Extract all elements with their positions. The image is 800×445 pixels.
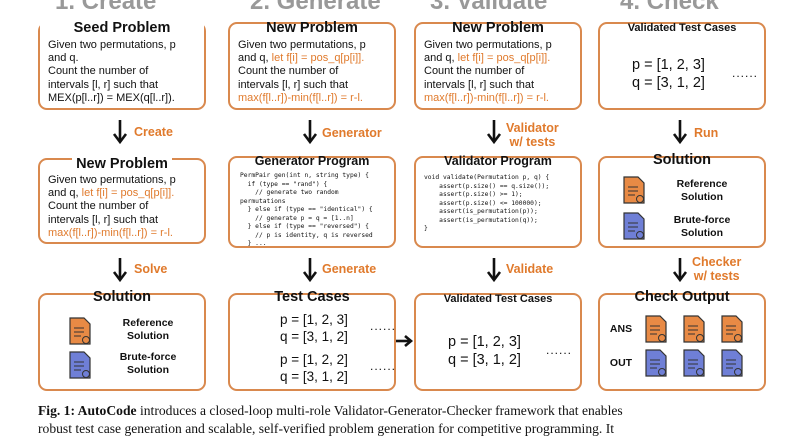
out-doc-icon: [721, 349, 743, 377]
validated-test-cases-title: Validated Test Cases: [443, 293, 553, 305]
ans-doc-icon: [721, 315, 743, 343]
validated-test-cases-box-1: Validated Test Cases p = [1, 2, 3] q = […: [414, 293, 582, 391]
new-problem-text: Given two permutations, p and q, let f[i…: [48, 174, 176, 239]
generator-label: Generator: [322, 126, 382, 140]
new-problem-title: New Problem: [40, 156, 204, 172]
validator-label: Validator w/ tests: [506, 121, 559, 149]
arrow-down-run: [672, 120, 688, 145]
seed-problem-box: Seed Problem Given two permutations, p a…: [38, 20, 206, 110]
solution-title: Solution: [93, 289, 151, 305]
reference-solution-label: Reference Solution: [122, 317, 174, 342]
run-label: Run: [694, 126, 719, 140]
ans-doc-icon: [645, 315, 667, 343]
step-header-3: 3. Validate: [430, 0, 548, 15]
brute-force-doc-icon: [69, 351, 91, 379]
validated-test-cases-title: Validated Test Cases: [627, 22, 737, 34]
reference-doc-icon: [69, 317, 91, 345]
test-cases-box: Test Cases p = [1, 2, 3] q = [3, 1, 2] .…: [228, 289, 397, 391]
step-header-1: 1. Create: [55, 0, 157, 15]
ans-label: ANS: [609, 323, 633, 335]
arrow-down-validator: [486, 120, 502, 145]
arrow-down-solve: [112, 258, 128, 283]
arrow-down-generate: [302, 258, 318, 283]
step-header-4: 4. Check: [620, 0, 719, 15]
validator-code: void validate(Permutation p, q) { assert…: [424, 174, 550, 232]
solution-title: Solution: [653, 152, 711, 168]
figure-caption: Fig. 1: AutoCode introduces a closed-loo…: [38, 403, 623, 436]
test-case-dots-2: ......: [370, 359, 397, 373]
reference-doc-icon: [623, 176, 645, 204]
new-problem-text: Given two permutations, p and q, let f[i…: [424, 39, 552, 104]
generator-code: PermPair gen(int n, string type) { if (t…: [240, 172, 373, 247]
out-doc-icon: [645, 349, 667, 377]
validate-label: Validate: [506, 262, 554, 276]
new-problem-box-1: New Problem Given two permutations, p an…: [38, 156, 206, 244]
arrow-right-validated: [396, 335, 414, 347]
new-problem-text: Given two permutations, p and q, let f[i…: [238, 39, 366, 104]
generate-label: Generate: [322, 262, 377, 276]
test-case-dots-1: ......: [370, 319, 397, 333]
check-output-title: Check Output: [634, 289, 730, 305]
generator-program-title: Generator Program: [254, 154, 370, 168]
arrow-down-checker: [672, 258, 688, 283]
out-label: OUT: [609, 357, 633, 369]
validated-test-case: p = [1, 2, 3] q = [3, 1, 2]: [448, 334, 521, 368]
generator-program-box: Generator Program PermPair gen(int n, st…: [228, 154, 396, 248]
validated-test-cases-box-2: Validated Test Cases p = [1, 2, 3] q = […: [598, 22, 766, 110]
seed-problem-text: Given two permutations, p and q. Count t…: [48, 39, 176, 104]
brute-force-solution-label: Brute-force Solution: [119, 351, 177, 376]
arrow-down-generator: [302, 120, 318, 145]
test-case-2: p = [1, 2, 2] q = [3, 1, 2]: [280, 352, 348, 384]
solve-label: Solve: [134, 262, 168, 276]
reference-solution-label: Reference Solution: [676, 178, 728, 203]
new-problem-box-2: New Problem Given two permutations, p an…: [228, 20, 396, 110]
validator-program-title: Validator Program: [444, 154, 552, 168]
validated-dots: ......: [546, 343, 573, 357]
seed-problem-title: Seed Problem: [40, 20, 204, 36]
solution-box-1: Solution Reference Solution Brute-force …: [38, 289, 206, 391]
arrow-down-validate: [486, 258, 502, 283]
new-problem-title: New Problem: [452, 20, 544, 36]
checker-label: Checker w/ tests: [692, 255, 742, 283]
step-header-2: 2. Generate: [250, 0, 381, 15]
new-problem-box-3: New Problem Given two permutations, p an…: [414, 20, 582, 110]
ans-doc-icon: [683, 315, 705, 343]
out-doc-icon: [683, 349, 705, 377]
test-cases-title: Test Cases: [274, 289, 350, 305]
validated-test-case: p = [1, 2, 3] q = [3, 1, 2]: [632, 57, 705, 91]
check-output-box: Check Output ANS OUT: [598, 289, 766, 391]
new-problem-title: New Problem: [266, 20, 358, 36]
solution-box-2: Solution Reference Solution Brute-force …: [598, 152, 766, 248]
brute-force-solution-label: Brute-force Solution: [673, 214, 731, 239]
validator-program-box: Validator Program void validate(Permutat…: [414, 154, 582, 248]
create-label: Create: [134, 125, 173, 139]
brute-force-doc-icon: [623, 212, 645, 240]
test-case-1: p = [1, 2, 3] q = [3, 1, 2]: [280, 312, 348, 344]
arrow-down-create: [112, 120, 128, 145]
validated-dots: ......: [732, 66, 759, 80]
